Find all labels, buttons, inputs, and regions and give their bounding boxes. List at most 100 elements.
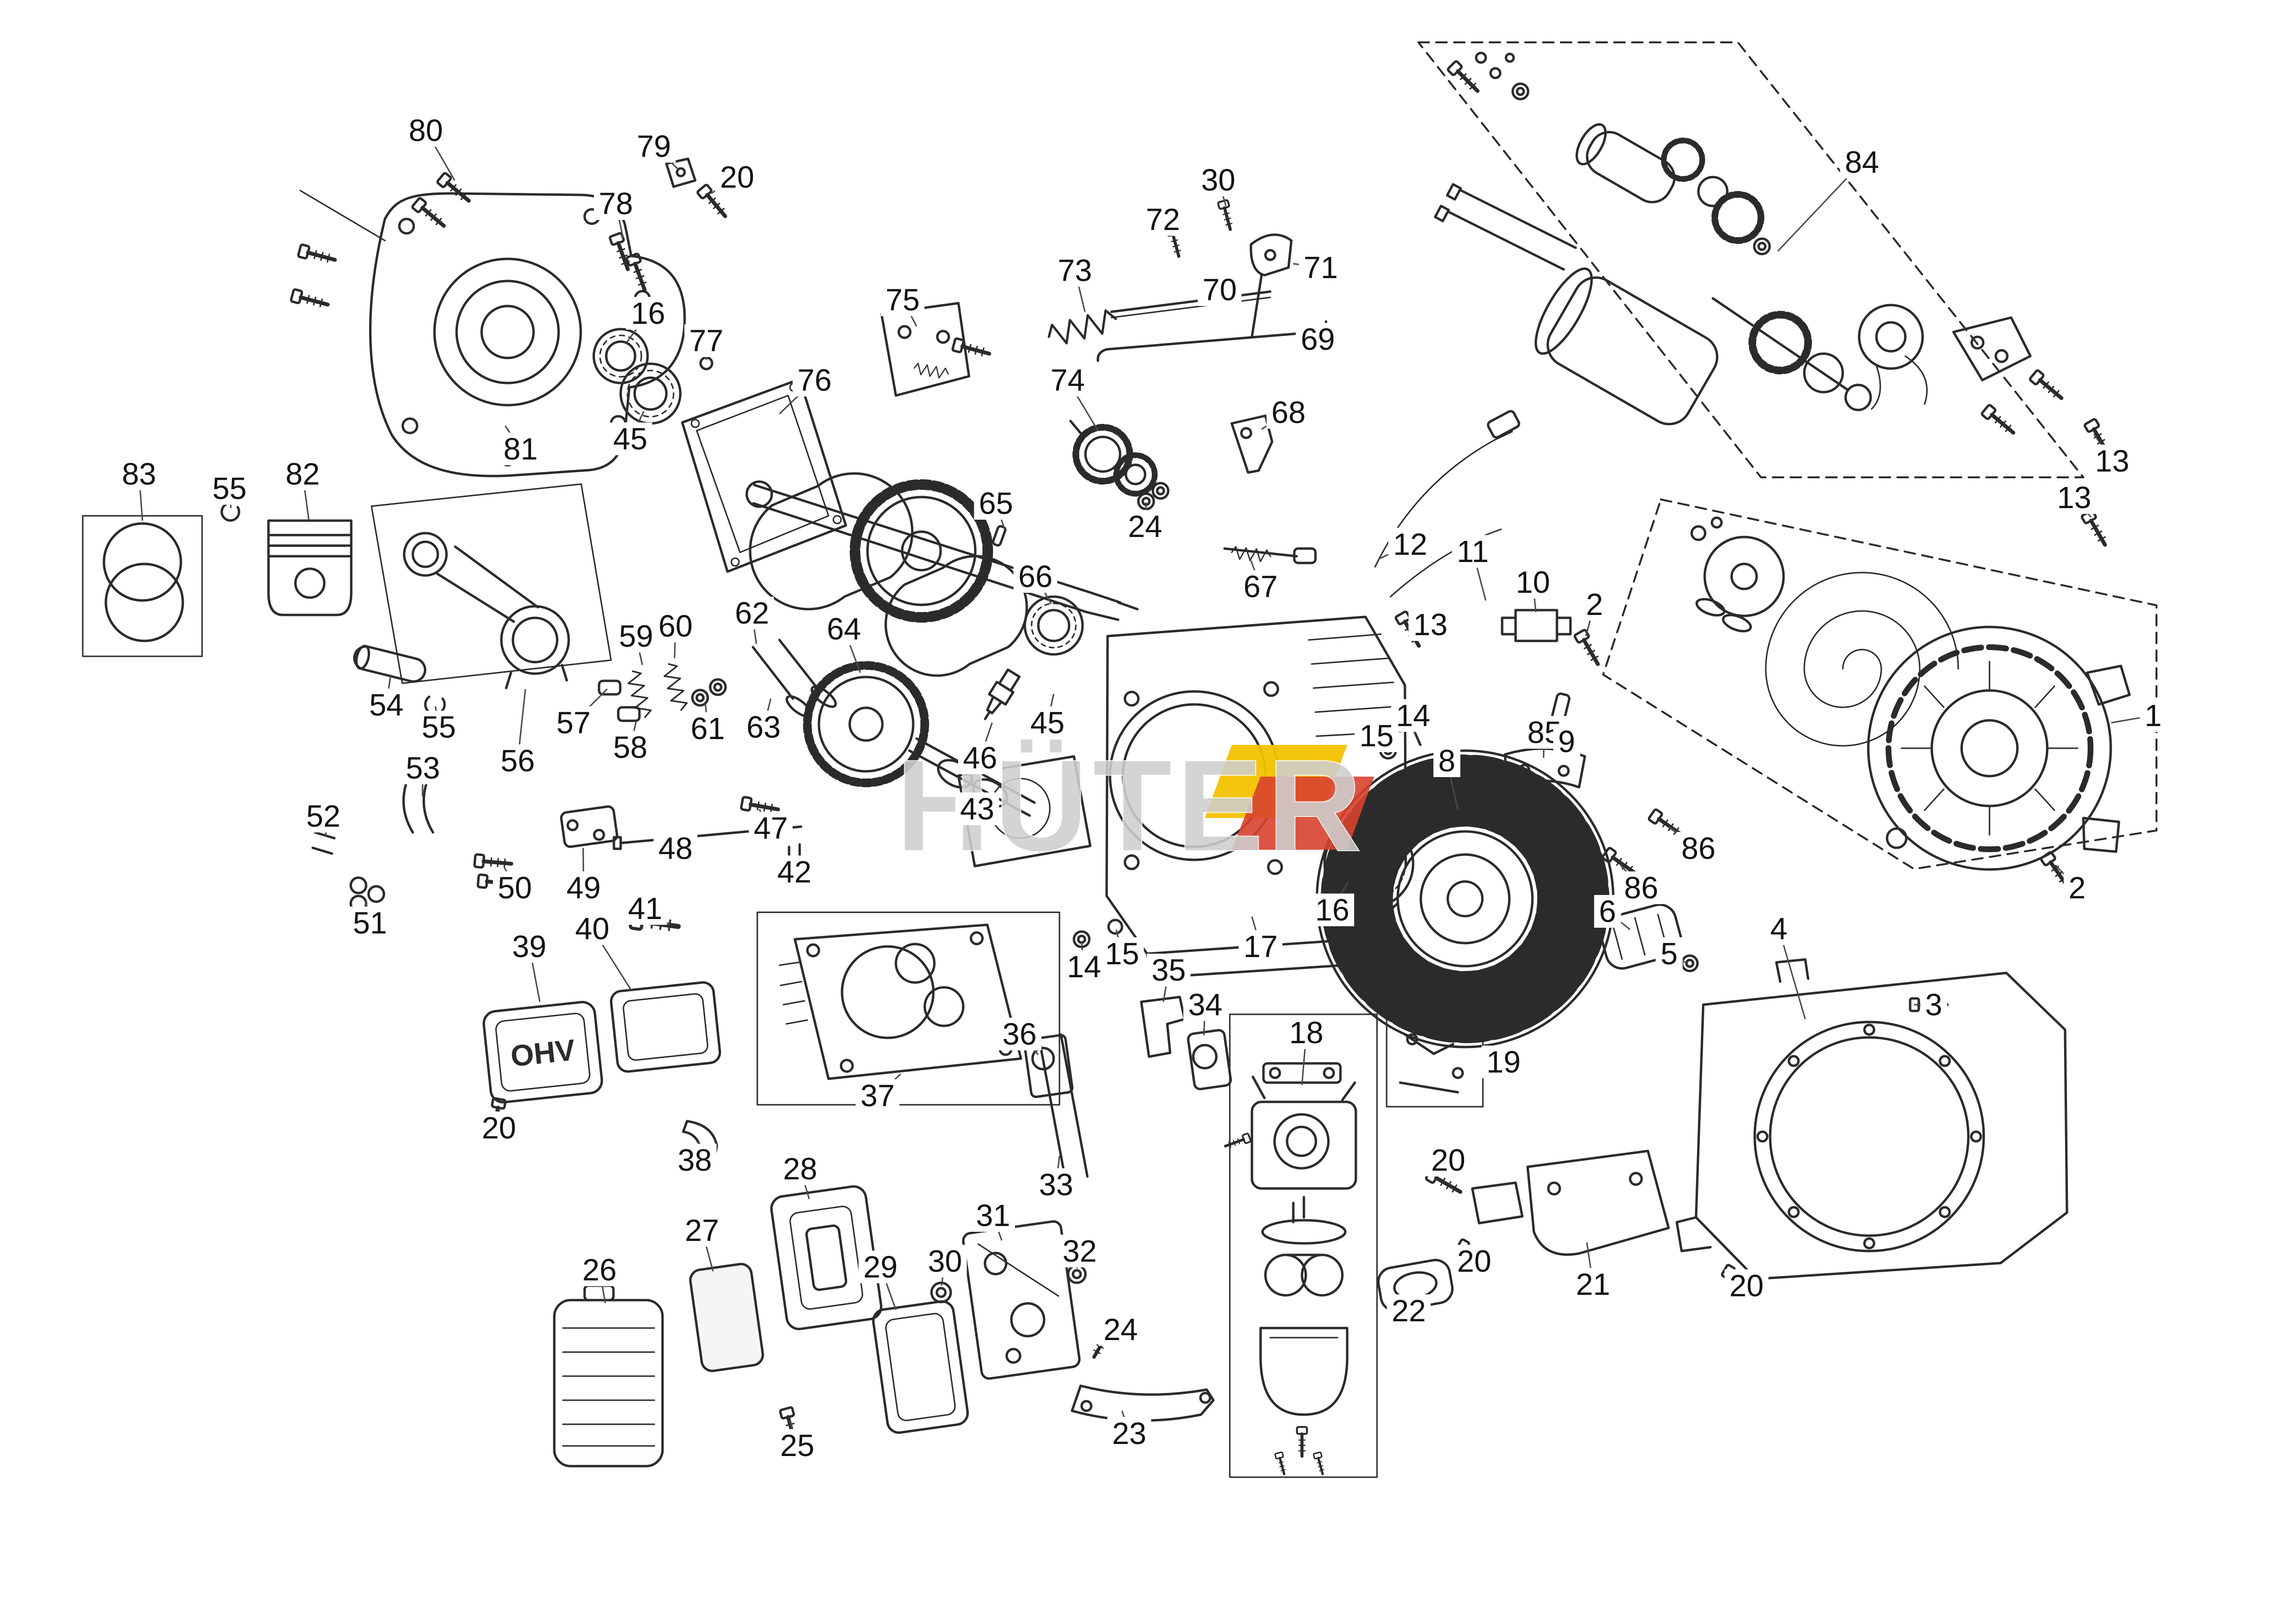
part-label-15: 15 <box>1100 937 1144 970</box>
part-label-36: 36 <box>997 1018 1042 1050</box>
part-label-70: 70 <box>1198 273 1242 306</box>
control-linkage <box>880 200 1327 656</box>
connecting-rod <box>370 483 612 690</box>
valve-train <box>598 639 837 722</box>
part-label-19: 19 <box>1481 1046 1526 1078</box>
part-label-69: 69 <box>1296 323 1340 356</box>
piston <box>267 519 353 616</box>
part-label-49: 49 <box>561 871 606 904</box>
circlip <box>220 503 241 522</box>
part-label-20: 20 <box>1452 1245 1496 1278</box>
part-label-45: 45 <box>1025 706 1070 739</box>
part-label-24: 24 <box>1098 1313 1143 1346</box>
part-label-33: 33 <box>1034 1168 1078 1201</box>
part-label-30: 30 <box>1196 164 1240 196</box>
part-label-2: 2 <box>1581 588 1608 621</box>
part-label-13: 13 <box>2090 445 2134 477</box>
part-label-13: 13 <box>1408 608 1453 641</box>
part-label-37: 37 <box>855 1079 900 1112</box>
part-label-4: 4 <box>1765 912 1792 945</box>
part-label-79: 79 <box>632 130 676 163</box>
part-label-55: 55 <box>417 711 461 743</box>
part-label-40: 40 <box>570 912 614 945</box>
part-label-29: 29 <box>858 1251 903 1283</box>
part-label-31: 31 <box>971 1199 1015 1232</box>
part-label-51: 51 <box>348 907 392 939</box>
part-label-76: 76 <box>792 364 837 396</box>
part-label-27: 27 <box>680 1214 724 1247</box>
part-label-22: 22 <box>1387 1294 1431 1327</box>
valve-cover-gasket <box>610 981 721 1073</box>
part-label-68: 68 <box>1266 396 1311 429</box>
intake-plates <box>1023 996 1232 1099</box>
part-label-43: 43 <box>955 792 999 825</box>
part-label-77: 77 <box>684 324 728 357</box>
wrist-pin <box>353 645 426 683</box>
part-label-60: 60 <box>653 610 698 642</box>
part-label-28: 28 <box>778 1152 822 1185</box>
part-label-84: 84 <box>1840 146 1884 179</box>
part-label-45: 45 <box>608 422 652 455</box>
part-label-53: 53 <box>401 752 445 784</box>
shroud-bracket <box>1471 1150 1670 1256</box>
part-label-62: 62 <box>730 597 774 629</box>
part-label-32: 32 <box>1058 1235 1102 1267</box>
air-filter <box>553 1185 1215 1468</box>
part-label-41: 41 <box>623 892 667 925</box>
part-label-35: 35 <box>1147 954 1191 986</box>
part-label-86: 86 <box>1676 832 1721 865</box>
part-label-6: 6 <box>1594 895 1621 928</box>
part-label-75: 75 <box>880 283 925 316</box>
part-label-83: 83 <box>117 458 161 490</box>
part-label-72: 72 <box>1141 203 1185 236</box>
part-label-61: 61 <box>686 712 730 745</box>
part-label-59: 59 <box>614 620 658 652</box>
part-label-20: 20 <box>477 1112 521 1144</box>
cylinder-head <box>756 911 1123 1183</box>
part-label-14: 14 <box>1062 950 1106 983</box>
part-label-39: 39 <box>507 930 551 963</box>
part-label-56: 56 <box>496 744 540 777</box>
part-label-65: 65 <box>974 487 1018 520</box>
part-label-78: 78 <box>594 187 638 220</box>
part-label-20: 20 <box>715 161 759 193</box>
part-label-24: 24 <box>1123 510 1167 543</box>
part-label-5: 5 <box>1656 937 1683 970</box>
part-label-16: 16 <box>1310 894 1354 926</box>
valve-cover: OHV <box>482 1001 603 1104</box>
part-label-18: 18 <box>1284 1016 1328 1049</box>
part-label-20: 20 <box>1426 1144 1470 1176</box>
cover-screws <box>291 157 730 311</box>
part-label-16: 16 <box>626 297 670 330</box>
valve-cover-text: OHV <box>509 1034 577 1073</box>
spark-plug <box>983 668 1021 720</box>
part-label-71: 71 <box>1299 251 1343 284</box>
part-label-64: 64 <box>822 613 866 645</box>
part-label-8: 8 <box>1433 744 1460 777</box>
part-label-74: 74 <box>1046 364 1090 396</box>
part-label-25: 25 <box>775 1429 819 1462</box>
part-label-38: 38 <box>673 1144 717 1176</box>
part-label-73: 73 <box>1053 254 1097 287</box>
part-label-34: 34 <box>1183 988 1227 1021</box>
part-label-23: 23 <box>1107 1417 1151 1450</box>
part-label-17: 17 <box>1238 930 1283 963</box>
part-label-9: 9 <box>1553 725 1580 758</box>
blower-housing <box>1675 958 2068 1280</box>
part-label-50: 50 <box>493 871 537 904</box>
electric-starter-assembly <box>1417 41 2113 548</box>
part-label-13: 13 <box>2052 481 2096 514</box>
part-label-30: 30 <box>923 1245 967 1278</box>
crankshaft <box>745 472 1139 677</box>
recoil-starter <box>1602 498 2157 871</box>
part-label-82: 82 <box>281 458 325 490</box>
part-label-3: 3 <box>1920 988 1947 1021</box>
part-label-2: 2 <box>2064 871 2091 904</box>
part-label-52: 52 <box>301 800 345 832</box>
part-label-10: 10 <box>1511 566 1555 599</box>
part-label-48: 48 <box>653 832 698 865</box>
part-label-81: 81 <box>498 433 543 465</box>
part-label-54: 54 <box>364 689 408 721</box>
part-label-46: 46 <box>958 741 1002 774</box>
